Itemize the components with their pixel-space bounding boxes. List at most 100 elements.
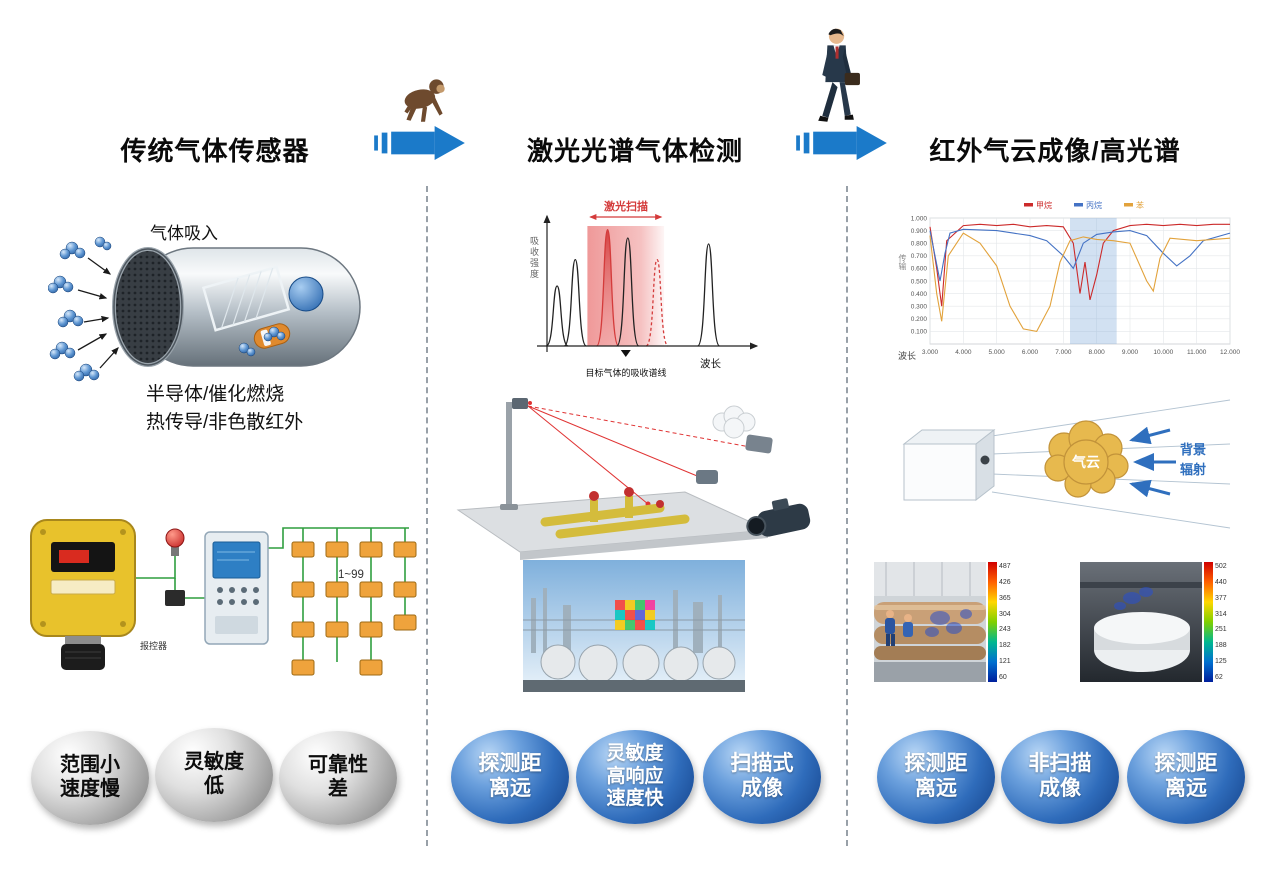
sensor-bead xyxy=(288,276,324,312)
svg-text:9.000: 9.000 xyxy=(1122,349,1139,356)
gas-pipes xyxy=(540,503,690,539)
legend-marker xyxy=(1024,203,1033,207)
spectra-series xyxy=(929,223,1231,333)
svg-text:0.700: 0.700 xyxy=(911,253,928,260)
column-divider xyxy=(846,186,848,846)
valve-wheel xyxy=(589,491,599,501)
svg-text:3.000: 3.000 xyxy=(922,349,939,356)
limitation-badge: 范围小 速度慢 xyxy=(31,731,149,825)
valve-wheel xyxy=(656,500,664,508)
valve-wheel xyxy=(624,487,634,497)
remote-detectors-grid xyxy=(291,541,417,676)
sensor-principle-text: 半导体/催化燃烧 热传导/非色散红外 xyxy=(146,384,304,433)
monkey-walking-icon xyxy=(404,79,445,122)
sensing-element xyxy=(201,265,291,332)
refinery-photo xyxy=(523,560,745,692)
advantage-badge: 灵敏度 高响应 速度快 xyxy=(576,730,694,824)
svg-text:0.800: 0.800 xyxy=(911,241,928,248)
svg-text:0.400: 0.400 xyxy=(911,291,928,298)
svg-text:0.300: 0.300 xyxy=(911,304,928,311)
laser-absorption-chart xyxy=(537,214,759,357)
svg-text:6.000: 6.000 xyxy=(1022,349,1039,356)
background-radiation-label: 背景 辐射 xyxy=(1180,442,1207,477)
legend-label: 苯 xyxy=(1136,200,1144,210)
gas-intake-label: 气体吸入 xyxy=(150,224,218,243)
laser-emitter xyxy=(512,398,528,409)
workers xyxy=(885,610,913,646)
legend-marker xyxy=(1124,203,1133,207)
laser-scan-label: 激光扫描 xyxy=(604,201,648,213)
remote-sensor xyxy=(696,470,718,484)
svg-text:0.900: 0.900 xyxy=(911,228,928,235)
legend-label: 甲烷 xyxy=(1036,200,1052,210)
gas-plume xyxy=(712,405,756,439)
laser-detection-scene xyxy=(456,398,811,560)
controller-label: 报控器 xyxy=(140,641,168,651)
svg-text:12.000: 12.000 xyxy=(1220,349,1240,356)
gas-cloud xyxy=(1044,420,1129,498)
gas-detector-device xyxy=(30,519,136,670)
background-radiation-arrows xyxy=(1129,426,1176,498)
thermal-overlay-patch xyxy=(615,600,655,630)
businessman-walking-icon xyxy=(818,28,860,122)
gas-cloud-imaging-diagram xyxy=(902,399,1231,529)
pan-tilt-device xyxy=(745,434,773,454)
color-scale-gradient xyxy=(988,562,997,682)
advantage-badge: 探测距 离远 xyxy=(451,730,569,824)
thermal-photo-pipes xyxy=(874,562,986,682)
y-tick-labels: 0.100 0.200 0.300 0.400 0.500 0.600 0.700 0.800… xyxy=(911,215,928,335)
legend-label: 丙烷 xyxy=(1086,200,1102,210)
chart-legend: 甲烷 丙烷 苯 xyxy=(1024,200,1144,210)
evolution-arrow-icon xyxy=(374,126,465,160)
svg-text:0.200: 0.200 xyxy=(911,316,928,323)
column2-title: 激光光谱气体检测 xyxy=(526,136,743,166)
limitation-badge: 灵敏度 低 xyxy=(155,728,273,822)
svg-text:0.500: 0.500 xyxy=(911,278,928,285)
limitation-badge: 可靠性 差 xyxy=(279,731,397,825)
gridlines xyxy=(929,217,1231,344)
advantage-badge: 非扫描 成像 xyxy=(1001,730,1119,824)
advantage-badge: 探测距 离远 xyxy=(877,730,995,824)
gas-cloud-label: 气云 xyxy=(1072,454,1100,470)
thermal-photo-tank xyxy=(1080,562,1202,682)
svg-text:10.000: 10.000 xyxy=(1153,349,1173,356)
y-axis-label: 吸收强度 xyxy=(529,236,539,280)
detector-count-label: 1~99 xyxy=(338,569,364,581)
svg-text:0.100: 0.100 xyxy=(911,329,928,336)
color-scale-gradient xyxy=(1204,562,1213,682)
gas-leak-overlay xyxy=(925,609,972,637)
svg-text:7.000: 7.000 xyxy=(1055,349,1072,356)
y-axis-label: 传输 xyxy=(898,254,907,270)
gas-flow-arrows xyxy=(77,257,119,369)
handheld-camera xyxy=(746,498,811,537)
evolution-arrow-icon xyxy=(796,126,887,160)
infrared-camera-box xyxy=(902,428,996,502)
controller-unit xyxy=(204,531,269,645)
legend-marker xyxy=(1074,203,1083,207)
svg-text:4.000: 4.000 xyxy=(955,349,972,356)
column1-title: 传统气体传感器 xyxy=(120,136,310,166)
advantage-badge: 探测距 离远 xyxy=(1127,730,1245,824)
column3-title: 红外气云成像/高光谱 xyxy=(929,136,1181,166)
svg-text:0.600: 0.600 xyxy=(911,266,928,273)
laser-pole xyxy=(506,402,512,506)
gas-sensor-illustration xyxy=(48,236,361,382)
advantage-badge: 扫描式 成像 xyxy=(703,730,821,824)
x-axis-label: 波长 xyxy=(898,351,917,361)
column-divider xyxy=(426,186,428,846)
absorption-peaks xyxy=(545,228,721,347)
gas-detector-system-diagram xyxy=(30,519,417,676)
x-axis-label: 波长 xyxy=(700,358,721,370)
target-gas-annotation: 目标气体的吸收谱线 xyxy=(585,368,667,378)
gas-leak-overlay xyxy=(1114,587,1153,610)
svg-text:5.000: 5.000 xyxy=(989,349,1006,356)
alarm-lamp xyxy=(165,528,185,556)
